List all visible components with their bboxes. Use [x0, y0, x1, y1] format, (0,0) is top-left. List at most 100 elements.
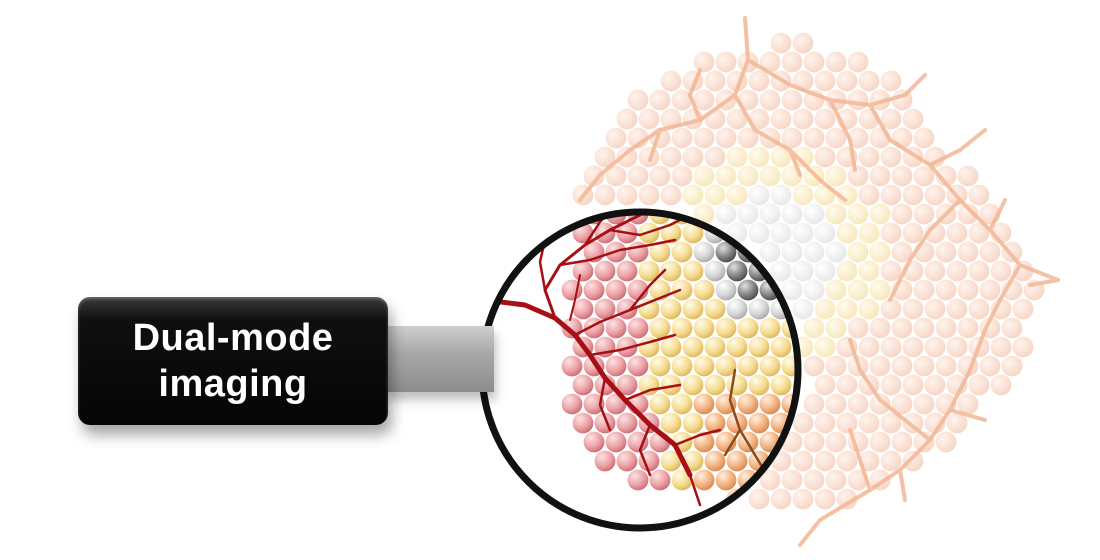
- cell: [693, 355, 715, 377]
- cell: [660, 412, 682, 434]
- brown-vessel: [723, 368, 772, 482]
- cell: [605, 317, 627, 339]
- cell: [902, 108, 924, 130]
- cell: [748, 184, 770, 206]
- cell: [660, 184, 682, 206]
- cell: [957, 165, 979, 187]
- cell: [660, 222, 682, 244]
- cell: [979, 241, 1001, 263]
- cell: [825, 355, 847, 377]
- cell: [693, 241, 715, 263]
- magnifier-handle: [384, 326, 494, 392]
- cell: [726, 336, 748, 358]
- cell: [869, 317, 891, 339]
- cell: [814, 108, 836, 130]
- cell: [858, 260, 880, 282]
- cell: [990, 260, 1012, 282]
- cell: [836, 260, 858, 282]
- cell: [869, 431, 891, 453]
- cell: [748, 222, 770, 244]
- cell: [935, 431, 957, 453]
- cell: [693, 165, 715, 187]
- cell: [803, 203, 825, 225]
- cell: [847, 203, 869, 225]
- cell: [605, 355, 627, 377]
- cell: [825, 393, 847, 415]
- cell: [792, 450, 814, 472]
- cell: [814, 146, 836, 168]
- cell: [693, 393, 715, 415]
- cell: [913, 127, 935, 149]
- cell: [880, 412, 902, 434]
- cell: [693, 51, 715, 73]
- cell: [671, 355, 693, 377]
- cell: [594, 184, 616, 206]
- cell: [737, 355, 759, 377]
- cell: [605, 431, 627, 453]
- cell: [825, 241, 847, 263]
- cell: [759, 89, 781, 111]
- cell: [748, 374, 770, 396]
- cell: [990, 336, 1012, 358]
- cell: [880, 336, 902, 358]
- cell: [759, 355, 781, 377]
- cell: [726, 298, 748, 320]
- cell: [803, 355, 825, 377]
- cell: [726, 260, 748, 282]
- cell: [946, 412, 968, 434]
- cell: [968, 260, 990, 282]
- cell: [627, 317, 649, 339]
- cell: [671, 279, 693, 301]
- cell: [946, 260, 968, 282]
- cell: [759, 469, 781, 491]
- cell: [660, 336, 682, 358]
- cell: [968, 222, 990, 244]
- cell: [572, 298, 594, 320]
- cell: [792, 184, 814, 206]
- cell: [770, 374, 792, 396]
- cell: [715, 165, 737, 187]
- cell: [682, 298, 704, 320]
- cell: [880, 298, 902, 320]
- cell: [968, 298, 990, 320]
- cell: [880, 146, 902, 168]
- cell: [957, 203, 979, 225]
- cell: [770, 222, 792, 244]
- cell: [770, 146, 792, 168]
- cell: [671, 127, 693, 149]
- cell: [847, 165, 869, 187]
- cell: [913, 203, 935, 225]
- cell: [891, 431, 913, 453]
- cell: [649, 317, 671, 339]
- cell: [682, 222, 704, 244]
- cell: [583, 393, 605, 415]
- cell: [792, 488, 814, 510]
- cell: [781, 241, 803, 263]
- cell: [880, 450, 902, 472]
- cell: [616, 450, 638, 472]
- cell: [913, 393, 935, 415]
- cell: [891, 165, 913, 187]
- imaging-label: Dual-mode imaging: [78, 297, 388, 425]
- cell: [825, 51, 847, 73]
- cell: [858, 222, 880, 244]
- cell: [704, 260, 726, 282]
- cell: [693, 127, 715, 149]
- cell: [660, 70, 682, 92]
- cell: [649, 469, 671, 491]
- cell: [583, 279, 605, 301]
- cell: [638, 108, 660, 130]
- cell: [638, 184, 660, 206]
- cell: [825, 279, 847, 301]
- cell: [814, 222, 836, 244]
- cell: [869, 165, 891, 187]
- cell: [891, 393, 913, 415]
- cell: [616, 412, 638, 434]
- cell: [594, 260, 616, 282]
- cell: [715, 51, 737, 73]
- cell: [660, 298, 682, 320]
- cell: [825, 203, 847, 225]
- cell: [737, 317, 759, 339]
- cell: [748, 336, 770, 358]
- cell: [759, 393, 781, 415]
